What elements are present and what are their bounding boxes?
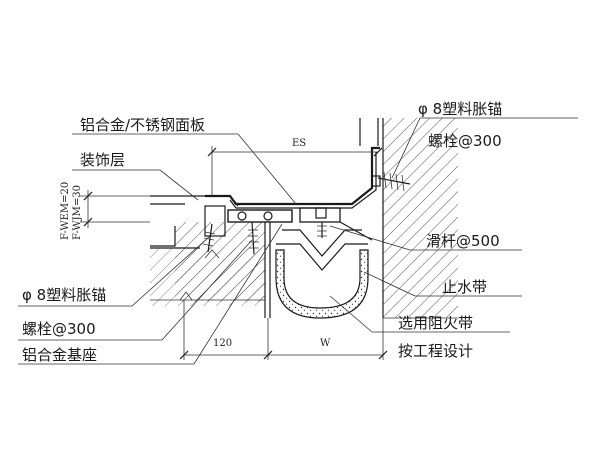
label-anchor-right-2: 螺栓@300: [428, 132, 502, 150]
dim-w-text: W: [320, 338, 331, 349]
anchor-bolt-left-2: [248, 221, 259, 255]
label-anchor-left-2: 螺栓@300: [22, 320, 96, 338]
anchor-bolt-left-1: [202, 223, 216, 253]
leader-lines: [18, 117, 578, 365]
waterstop: [275, 221, 373, 319]
dim-left-vertical: F-WEM=20 F-WJM=30: [60, 182, 150, 240]
left-slab: [150, 222, 271, 318]
dim-es-text: ES: [292, 138, 306, 149]
label-anchor-left-1: φ 8塑料胀锚: [22, 286, 106, 304]
decor-layer: [150, 195, 239, 207]
anchor-bolt-right: [371, 171, 411, 192]
dim-es: ES: [207, 138, 383, 196]
right-wall: [359, 118, 458, 319]
dim-120-text: 120: [213, 338, 232, 349]
label-fire-2: 按工程设计: [398, 342, 473, 360]
dim-bottom: 120 W: [179, 300, 388, 360]
label-waterstop: 止水带: [442, 278, 487, 296]
slide-bar-bolt: [317, 222, 327, 238]
label-anchor-right-1: φ 8塑料胀锚: [418, 100, 502, 118]
dim-wjm-text: F-WJM=30: [72, 185, 83, 240]
dim-wem-text: F-WEM=20: [60, 182, 71, 240]
label-base: 铝合金基座: [22, 346, 97, 364]
cover-plate: [204, 146, 380, 237]
label-slide-bar: 滑杆@500: [426, 232, 500, 250]
anchor-bolts: [202, 171, 411, 255]
label-panel: 铝合金/不锈钢面板: [80, 116, 205, 134]
label-decor: 装饰层: [80, 151, 125, 169]
label-fire-1: 选用阻火带: [398, 314, 473, 332]
